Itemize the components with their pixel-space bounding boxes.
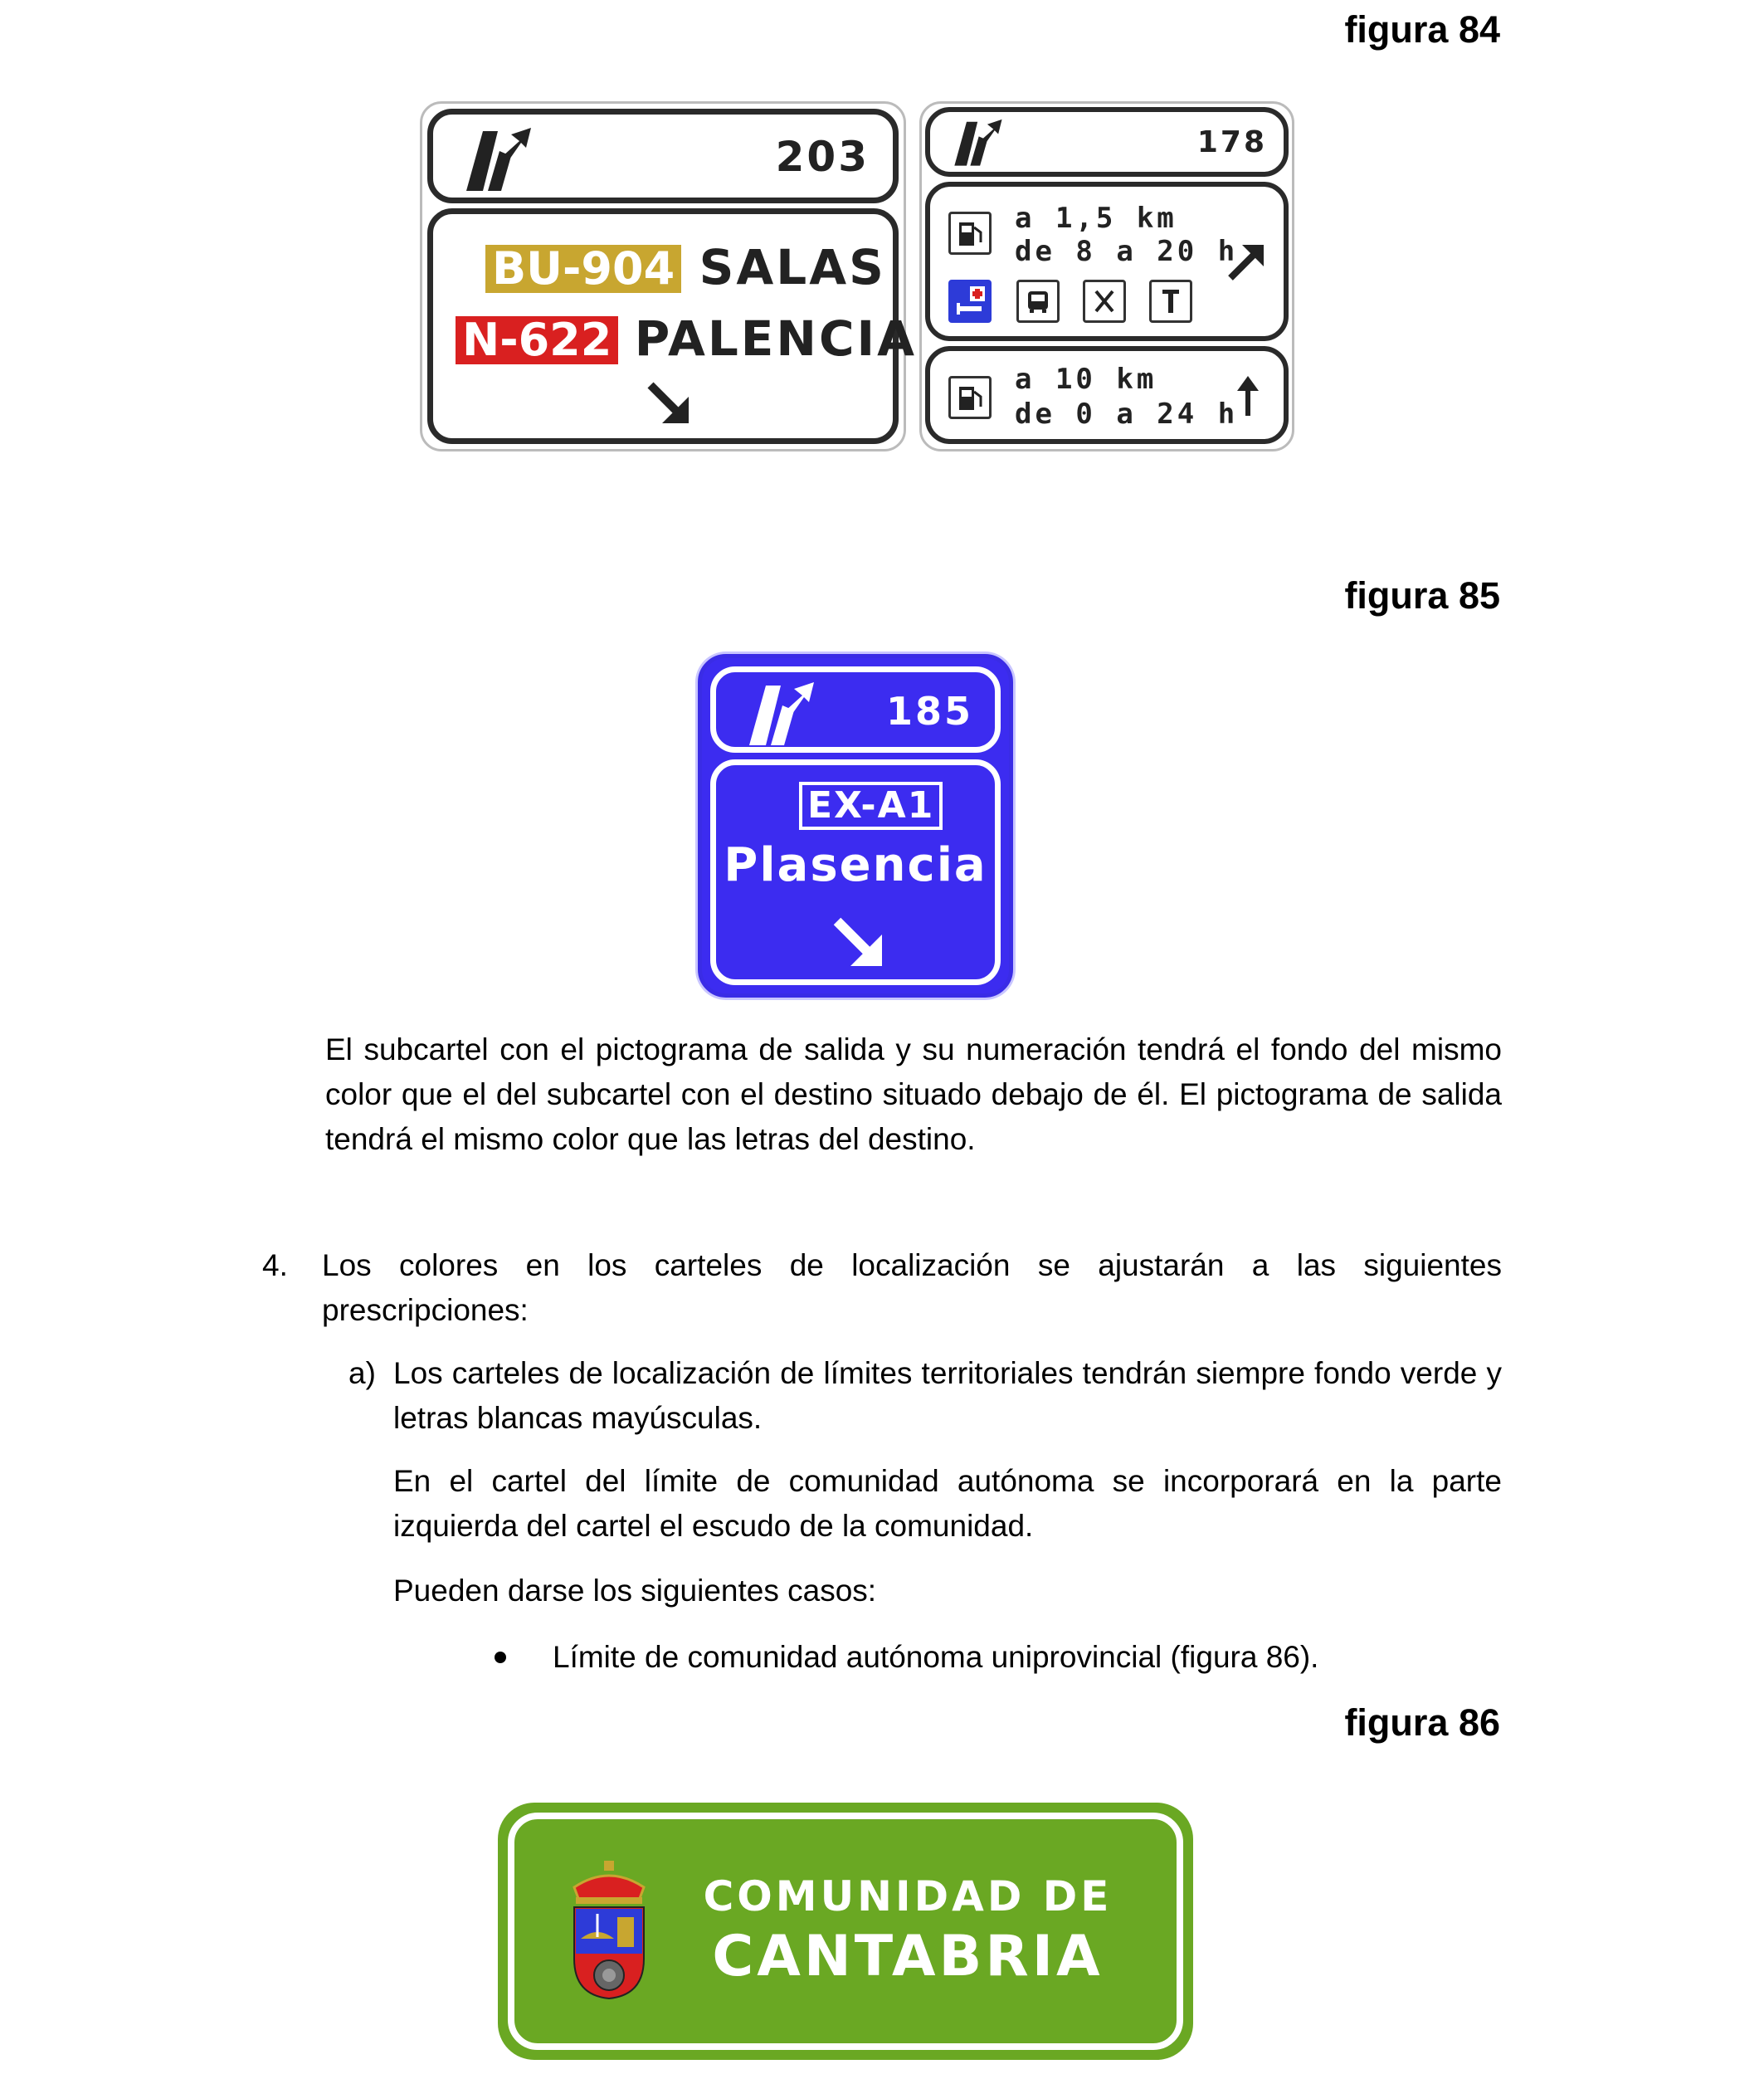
territorial-limit-sign: COMUNIDAD DE CANTABRIA — [501, 1806, 1190, 2057]
hospital-icon — [948, 280, 992, 323]
destination-panel: BU-904 SALAS N-622 PALENCIA — [427, 208, 914, 444]
destination-panel: EX-A1 Plasencia — [710, 759, 1001, 985]
diagonal-arrow-icon — [833, 917, 882, 966]
paragraph: El subcartel con el pictograma de salida… — [325, 1032, 1502, 1156]
figure-84-label: figura 84 — [1344, 8, 1500, 51]
coat-of-arms-icon — [573, 1861, 646, 2000]
road-code-red: N-622 — [453, 314, 621, 367]
diagonal-arrow-icon — [1228, 245, 1264, 281]
exit-pictogram-icon — [954, 119, 1002, 166]
bullet-text: Límite de comunidad autónoma uniprovinci… — [553, 1640, 1319, 1674]
services-panel: a 1,5 km de 8 a 20 h — [925, 182, 1289, 341]
list-item-text: Los colores en los carteles de localizac… — [322, 1248, 1502, 1327]
exit-number: 178 — [1196, 125, 1267, 159]
bullet-icon — [495, 1652, 506, 1663]
sign-title-line2: CANTABRIA — [712, 1924, 1104, 1989]
exit-header-panel: 185 — [710, 666, 1001, 753]
service-distance: a 10 km — [1015, 363, 1157, 396]
service-distance: a 1,5 km — [1015, 202, 1177, 235]
services-panel: a 10 km de 0 a 24 h — [925, 346, 1289, 444]
exit-header-panel: 203 — [427, 109, 899, 203]
exit-sign-185: 185 EX-A1 Plasencia — [698, 654, 1013, 998]
list-item-number: 4. — [262, 1248, 288, 1282]
sign-border — [508, 1813, 1183, 2050]
destination-name: SALAS — [699, 239, 886, 295]
road-code: EX-A1 — [799, 782, 943, 830]
exit-pictogram-icon — [749, 682, 814, 745]
up-arrow-icon — [1237, 376, 1259, 416]
sub-item-text: Los carteles de localización de límites … — [393, 1356, 1502, 1435]
fuel-pump-icon — [948, 212, 992, 255]
exit-sign-203: 203 BU-904 SALAS N-622 PALENCIA — [420, 101, 914, 451]
destination-name: Plasencia — [724, 838, 987, 892]
paragraph: Pueden darse los siguientes casos: — [393, 1574, 877, 1608]
diagonal-arrow-icon — [647, 382, 689, 423]
mechanic-icon — [1149, 280, 1192, 323]
bus-icon — [1016, 280, 1060, 323]
sub-item-label: a) — [348, 1356, 376, 1390]
paragraph: En el cartel del límite de comunidad aut… — [393, 1464, 1502, 1543]
figure-86-label: figura 86 — [1344, 1701, 1500, 1744]
exit-number: 203 — [775, 133, 870, 181]
exit-header-panel: 178 — [925, 107, 1289, 177]
exit-sign-178: 178 a 1,5 km de 8 a 20 h a 10 km de 0 a … — [919, 101, 1294, 451]
figure-85-label: figura 85 — [1344, 574, 1500, 617]
fuel-pump-icon — [948, 376, 992, 419]
exit-pictogram-icon — [466, 128, 531, 191]
exit-number: 185 — [885, 689, 973, 734]
restaurant-icon — [1083, 280, 1126, 323]
sign-title-line1: COMUNIDAD DE — [703, 1872, 1113, 1920]
service-hours: de 0 a 24 h — [1015, 398, 1239, 431]
destination-name: PALENCIA — [634, 310, 918, 367]
road-code-yellow: BU-904 — [483, 242, 685, 295]
service-hours: de 8 a 20 h — [1015, 235, 1239, 268]
